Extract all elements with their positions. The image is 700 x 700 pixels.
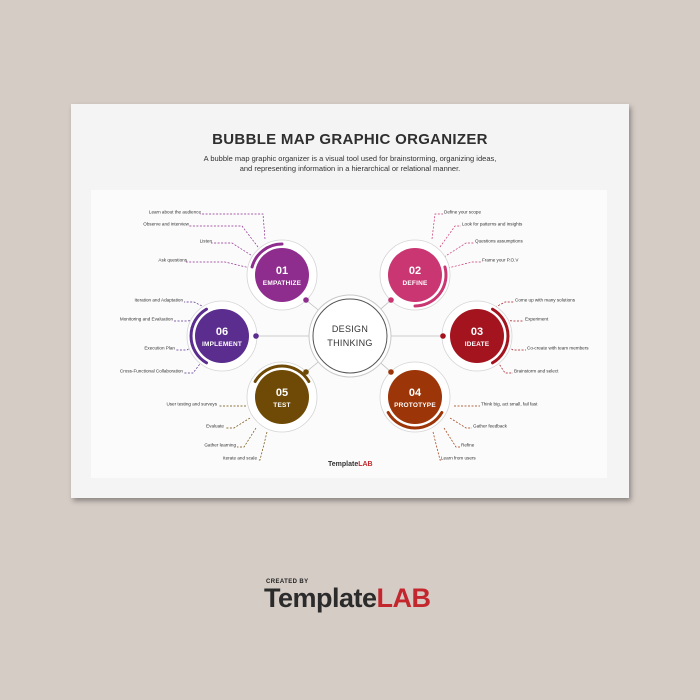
leader-line xyxy=(443,242,474,258)
bubble-fill xyxy=(255,370,309,424)
center-label-line-1: DESIGN xyxy=(332,324,368,334)
connector-dot xyxy=(388,297,394,303)
leader-line xyxy=(186,261,251,269)
bubble-item-label: User testing and surveys xyxy=(166,402,217,407)
leader-line xyxy=(496,338,526,351)
bubble-item-label: Come up with many solutions xyxy=(515,298,576,303)
bubble-item-label: Observe and interview xyxy=(143,222,189,227)
brand-logo-template: Template xyxy=(264,583,377,613)
connector-dot xyxy=(303,369,309,375)
bubble-number: 04 xyxy=(409,387,422,399)
leader-line xyxy=(449,417,472,429)
leader-line xyxy=(200,213,266,240)
leader-line xyxy=(225,417,251,429)
bubble-fill xyxy=(195,309,249,363)
bubble-item-label: Define your scope xyxy=(444,210,481,215)
leader-line xyxy=(447,261,481,269)
bubble-item-label: Ask questions xyxy=(158,258,187,263)
center-label-line-2: THINKING xyxy=(327,338,372,348)
bubble-accent-arc xyxy=(253,364,311,383)
bubble-item-label: Listen xyxy=(200,239,213,244)
bubble-label: IMPLEMENT xyxy=(202,341,242,348)
brand-created-by: CREATED BY xyxy=(266,579,309,585)
subtitle-line-2: and representing information in a hierar… xyxy=(239,164,461,173)
bubble-item-label: Think big, act small, fail fast xyxy=(481,402,538,407)
leader-line xyxy=(258,431,268,461)
bubble-accent-arc xyxy=(386,411,444,430)
bubble-label: IDEATE xyxy=(465,341,490,348)
leader-line xyxy=(188,225,259,248)
bubble-item-label: Co-create with team members xyxy=(527,346,589,351)
leader-line xyxy=(211,242,255,258)
leader-line xyxy=(237,427,257,448)
bubble-item-label: Gather feedback xyxy=(473,424,508,429)
bubble-accent-arc xyxy=(491,307,510,365)
leader-line xyxy=(174,319,205,322)
leader-line xyxy=(431,213,443,240)
bubble-item-label: Learn from users xyxy=(441,456,476,461)
bubble-fill xyxy=(450,309,504,363)
bubble-item-label: Look for patterns and insights xyxy=(462,222,523,227)
bubble-item-label: Gather learning xyxy=(204,443,236,448)
bubble-number: 02 xyxy=(409,265,421,277)
sheet-logo-lab: LAB xyxy=(358,461,373,468)
connector-dot xyxy=(440,333,446,339)
bubble-item-label: Refine xyxy=(461,443,475,448)
bubble-item-label: Brainstorm and select xyxy=(514,369,559,374)
bubble-item-label: Monitoring and Evaluation xyxy=(120,317,174,322)
bubble-fill xyxy=(255,248,309,302)
bubble-item-label: Iterate and scale xyxy=(223,456,257,461)
bubble-accent-arc xyxy=(413,265,448,308)
bubble-item-label: Frame your P.O.V xyxy=(482,258,519,263)
leader-line xyxy=(176,338,204,351)
page-subtitle: A bubble map graphic organizer is a visu… xyxy=(130,154,570,174)
leader-line xyxy=(493,355,513,374)
bubble-item-label: Evaluate xyxy=(206,424,224,429)
bubble-item-label: Execution Plan xyxy=(144,346,175,351)
bubble-ideate: Come up with many solutionsExperimentCo-… xyxy=(440,298,589,374)
connector-dot xyxy=(253,333,259,339)
bubble-number: 05 xyxy=(276,387,288,399)
bubble-item-label: Cross-Functional Collaboration xyxy=(120,369,184,374)
bubble-accent-arc xyxy=(189,307,208,365)
leader-line xyxy=(439,225,461,248)
center-bubble: DESIGN THINKING xyxy=(308,294,392,378)
bubble-item-label: Learn about the audience xyxy=(149,210,202,215)
connector-dot xyxy=(388,369,394,375)
center-inner-ring xyxy=(312,298,388,374)
bubble-number: 03 xyxy=(471,326,483,338)
brand-logo: TemplateLAB xyxy=(264,583,431,614)
page-title: BUBBLE MAP GRAPHIC ORGANIZER xyxy=(212,131,488,148)
leader-line xyxy=(443,427,460,448)
sheet-logo: TemplateLAB xyxy=(328,461,373,468)
bubble-label: EMPATHIZE xyxy=(263,280,302,287)
sheet-logo-template: Template xyxy=(328,461,359,468)
bubble-number: 01 xyxy=(276,265,288,277)
leader-line xyxy=(495,319,524,322)
bubble-label: PROTOTYPE xyxy=(394,402,436,409)
bubble-item-label: Iteration and Adaptation xyxy=(134,298,183,303)
bubble-label: DEFINE xyxy=(402,280,428,287)
subtitle-line-1: A bubble map graphic organizer is a visu… xyxy=(203,154,497,163)
bubble-fill xyxy=(388,248,442,302)
bubble-item-label: Questions assumptions xyxy=(475,239,523,244)
connector-dot xyxy=(303,297,309,303)
bubble-fill xyxy=(388,370,442,424)
bubble-number: 06 xyxy=(216,326,228,338)
brand-logo-lab: LAB xyxy=(376,583,432,613)
bubble-item-label: Experiment xyxy=(525,317,549,322)
leader-line xyxy=(432,431,442,461)
bubble-accent-arc xyxy=(250,242,284,269)
bubble-label: TEST xyxy=(273,402,290,409)
